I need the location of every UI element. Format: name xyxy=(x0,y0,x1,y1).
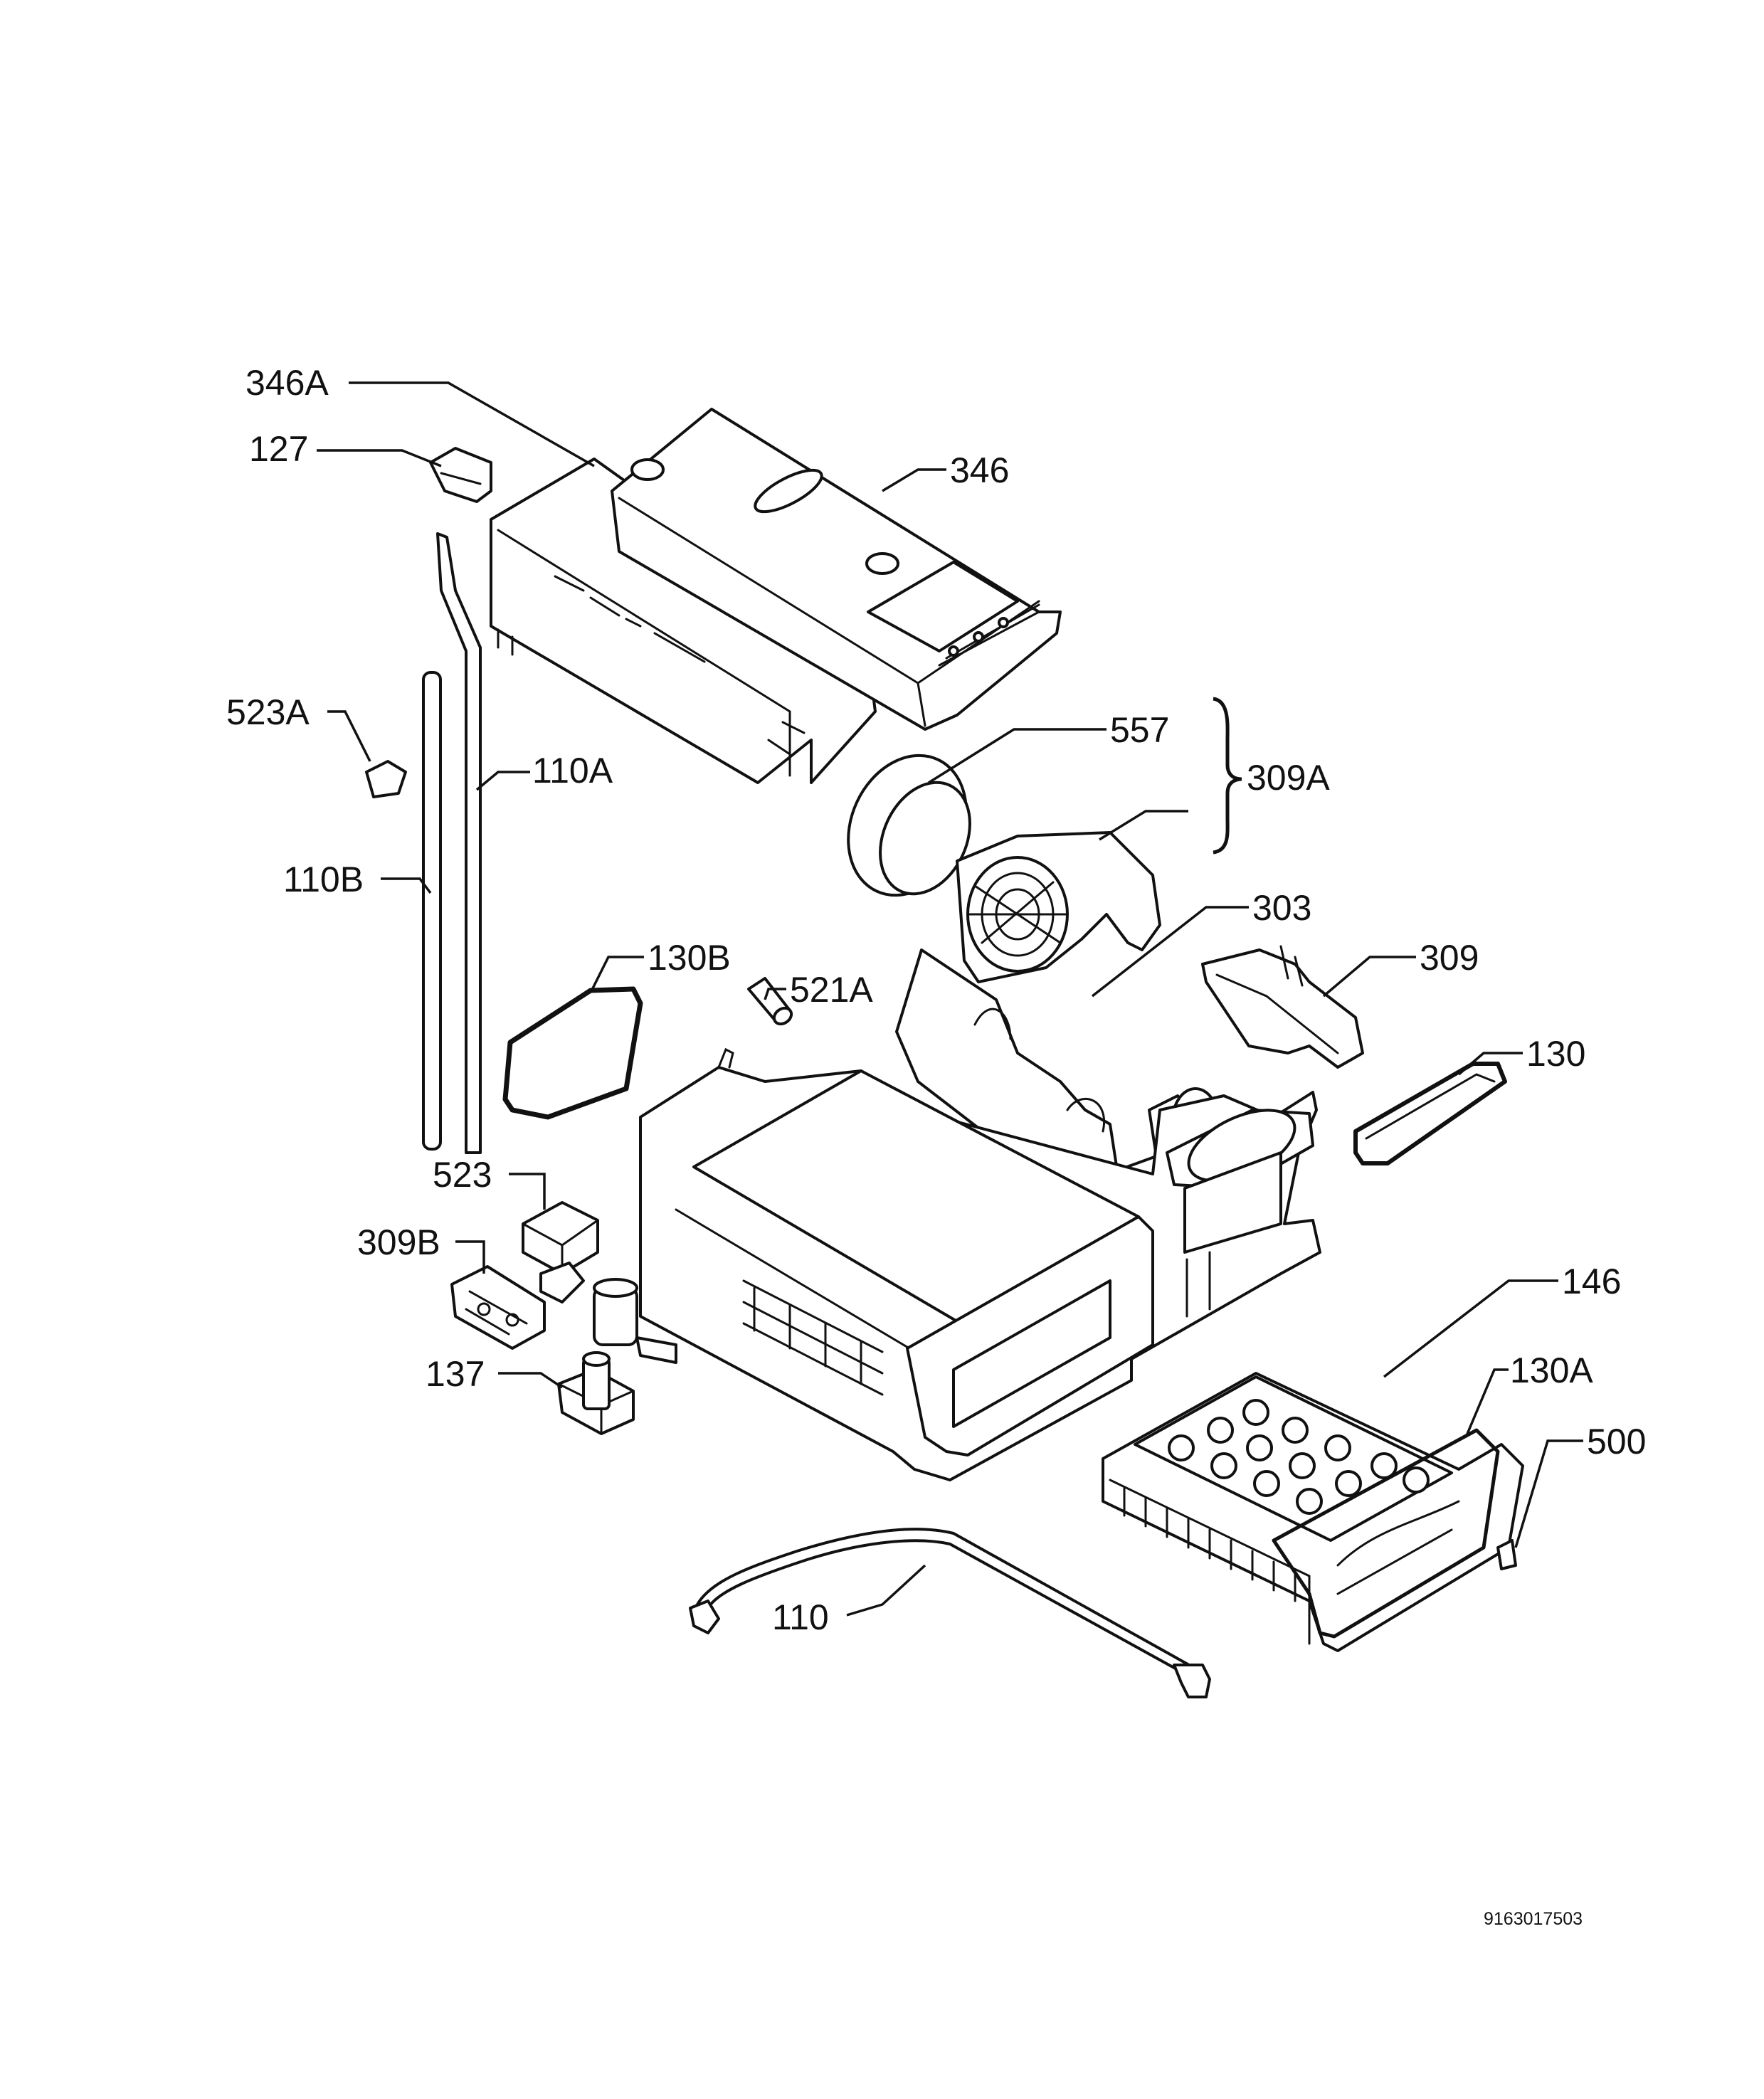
part-110A-tube[interactable] xyxy=(436,532,482,1154)
part-pump-coil[interactable] xyxy=(593,1278,677,1364)
label-130B[interactable]: 130B xyxy=(648,938,731,978)
label-309B[interactable]: 309B xyxy=(357,1222,440,1262)
part-127-bracket[interactable] xyxy=(429,447,492,503)
part-130-seal[interactable] xyxy=(1353,1062,1507,1165)
part-523-switch[interactable] xyxy=(522,1201,599,1304)
label-130[interactable]: 130 xyxy=(1526,1034,1585,1074)
label-523[interactable]: 523 xyxy=(433,1155,492,1195)
part-137-sensor[interactable] xyxy=(557,1351,635,1435)
label-110[interactable]: 110 xyxy=(772,1597,829,1637)
label-523A[interactable]: 523A xyxy=(226,692,310,732)
part-130A-frame-seal[interactable] xyxy=(1272,1428,1500,1639)
brace-309A xyxy=(1213,697,1242,855)
label-346A[interactable]: 346A xyxy=(245,363,329,403)
leader-lines xyxy=(317,381,1583,1617)
label-146[interactable]: 146 xyxy=(1562,1262,1621,1301)
part-346-water-tank[interactable] xyxy=(611,408,1062,731)
part-base-plate[interactable] xyxy=(639,1047,1321,1481)
label-500[interactable]: 500 xyxy=(1587,1422,1646,1461)
part-309A-fan-housing[interactable] xyxy=(956,831,1161,983)
part-146-condenser[interactable] xyxy=(1102,1372,1524,1652)
label-309A[interactable]: 309A xyxy=(1247,758,1330,798)
label-137[interactable]: 137 xyxy=(426,1354,485,1394)
label-309[interactable]: 309 xyxy=(1420,938,1479,978)
label-130A[interactable]: 130A xyxy=(1510,1350,1593,1390)
label-521A[interactable]: 521A xyxy=(790,970,873,1010)
part-557-ring-seal[interactable] xyxy=(826,736,988,915)
label-127[interactable]: 127 xyxy=(249,429,308,469)
label-557[interactable]: 557 xyxy=(1110,710,1169,750)
label-110B[interactable]: 110B xyxy=(283,860,364,899)
part-309B-holder[interactable] xyxy=(450,1265,546,1350)
part-500-clip[interactable] xyxy=(1496,1539,1517,1570)
part-309-fan-cover[interactable] xyxy=(1201,945,1364,1069)
part-523A-clip[interactable] xyxy=(365,760,407,798)
part-110-hose[interactable] xyxy=(689,1528,1211,1698)
label-346[interactable]: 346 xyxy=(950,450,1009,490)
document-number: 9163017503 xyxy=(1484,1909,1583,1929)
part-110B-tube[interactable] xyxy=(422,671,442,1151)
part-labels: 346A 127 346 523A 110A 557 309A 110B 303… xyxy=(226,363,1646,1637)
part-130B-gasket[interactable] xyxy=(502,986,643,1120)
part-521A-cylinder[interactable] xyxy=(747,977,794,1027)
label-110A[interactable]: 110A xyxy=(532,751,613,791)
label-303[interactable]: 303 xyxy=(1252,888,1311,928)
